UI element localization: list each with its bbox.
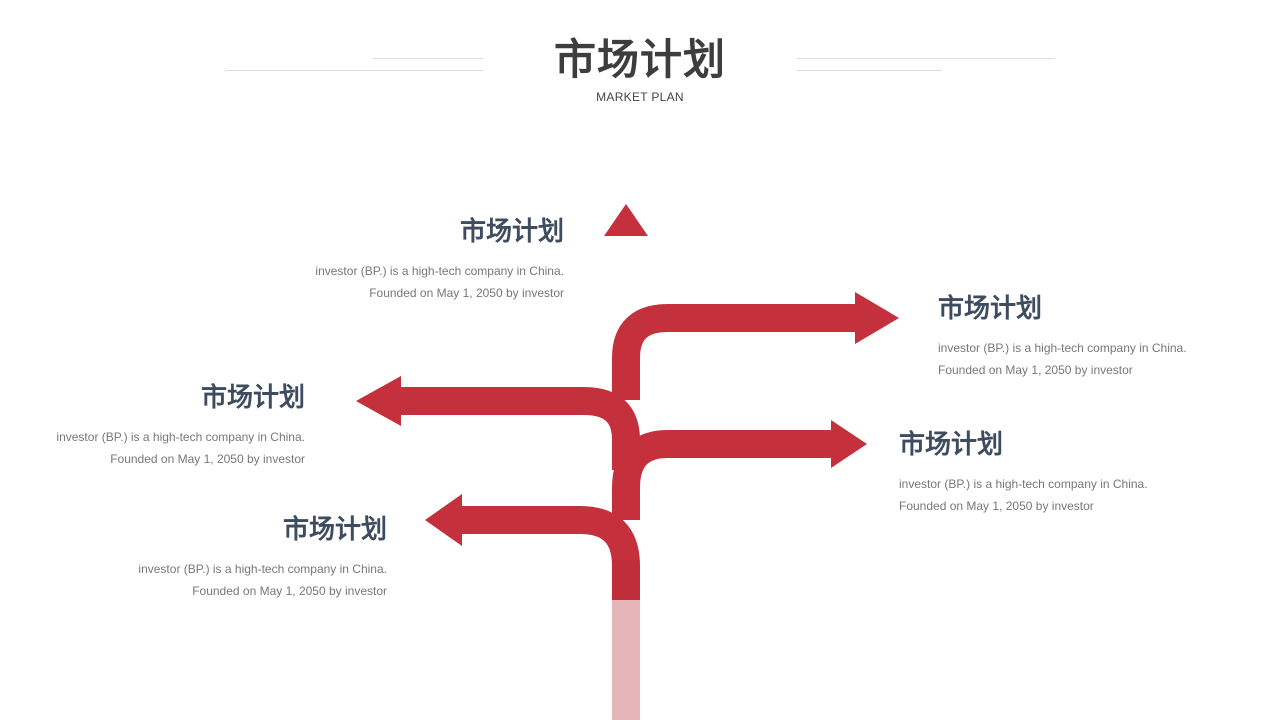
branch-upper-left-shaft <box>396 387 640 470</box>
branch-upper-left-arrowhead <box>356 376 401 426</box>
trunk-arrowhead <box>604 204 648 236</box>
branch-lower-right-shaft <box>612 430 832 520</box>
block-title: 市场计划 <box>899 429 1004 459</box>
page-subtitle: MARKET PLAN <box>596 90 684 104</box>
block-description-line-2: Founded on May 1, 2050 by investor <box>110 452 305 466</box>
text-block-middle-left: 市场计划 investor (BP.) is a high-tech compa… <box>0 380 305 470</box>
block-description-line-1: investor (BP.) is a high-tech company in… <box>899 477 1148 491</box>
branch-lower-right-arrowhead <box>831 420 867 468</box>
block-title: 市场计划 <box>459 216 564 246</box>
block-description-line-1: investor (BP.) is a high-tech company in… <box>315 264 564 278</box>
block-title: 市场计划 <box>938 293 1043 323</box>
page-title: 市场计划 <box>553 36 726 83</box>
branch-upper-right-arrowhead <box>855 292 899 344</box>
text-block-middle-right: 市场计划 investor (BP.) is a high-tech compa… <box>899 427 1219 517</box>
block-description-line-2: Founded on May 1, 2050 by investor <box>899 499 1094 513</box>
block-description-line-2: Founded on May 1, 2050 by investor <box>938 363 1133 377</box>
block-description-line-2: Founded on May 1, 2050 by investor <box>369 286 564 300</box>
header-rule-right-short <box>797 70 942 71</box>
branch-upper-right-shaft <box>612 304 856 400</box>
branch-lower-left-shaft <box>462 506 640 600</box>
text-block-top-left: 市场计划 investor (BP.) is a high-tech compa… <box>244 214 564 304</box>
header-rule-right-long <box>797 58 1055 59</box>
block-title: 市场计划 <box>282 514 387 544</box>
text-block-top-right: 市场计划 investor (BP.) is a high-tech compa… <box>938 291 1258 381</box>
trunk-shade <box>612 560 640 720</box>
block-description-line-2: Founded on May 1, 2050 by investor <box>192 584 387 598</box>
block-title: 市场计划 <box>200 382 305 412</box>
text-block-bottom-left: 市场计划 investor (BP.) is a high-tech compa… <box>67 512 387 602</box>
block-description-line-1: investor (BP.) is a high-tech company in… <box>138 562 387 576</box>
block-description-line-1: investor (BP.) is a high-tech company in… <box>56 430 305 444</box>
branch-lower-left-arrowhead <box>425 494 462 546</box>
header-rule-left-short <box>373 58 483 59</box>
block-description-line-1: investor (BP.) is a high-tech company in… <box>938 341 1187 355</box>
header-rule-left-long <box>225 70 483 71</box>
